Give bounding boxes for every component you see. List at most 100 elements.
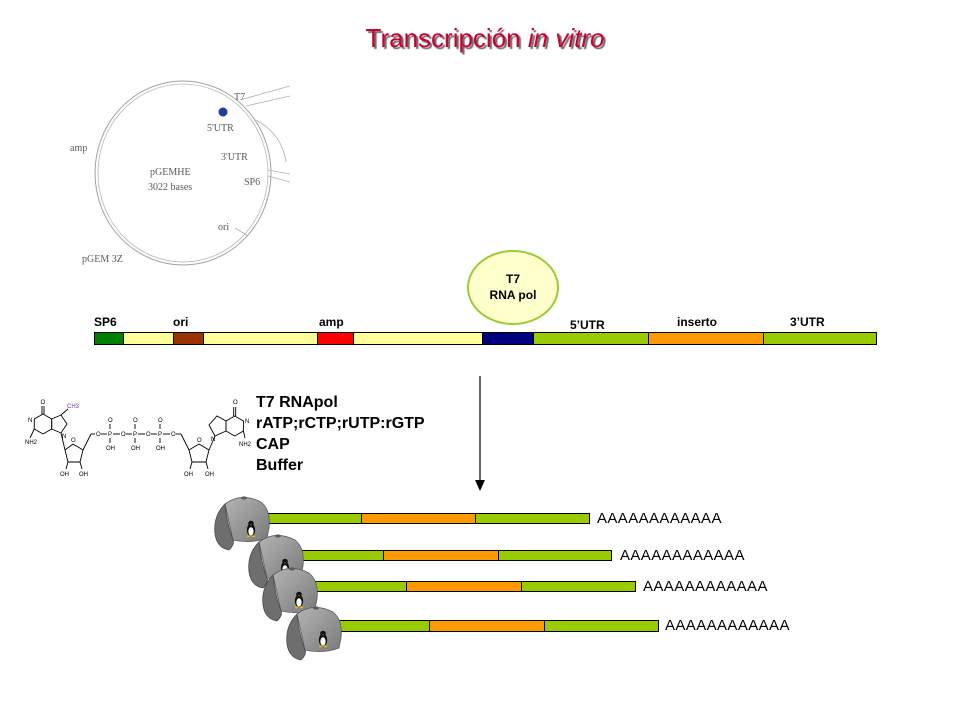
atom-o: O — [96, 432, 101, 438]
polymerase-line2: RNA pol — [489, 288, 537, 302]
plasmid-site-arc — [255, 119, 287, 163]
segment-5utr — [533, 332, 649, 345]
map-label-ori: ori — [173, 315, 189, 329]
atom-p: P — [158, 432, 162, 438]
segment-backbone — [123, 332, 174, 345]
polya-tail: AAAAAAAAAAAA — [597, 510, 722, 527]
t7-site-dot — [218, 107, 228, 117]
cap-analog-structure: O CH3 NH2 N N O OH OH O P O P O P O O O … — [25, 400, 252, 478]
atom-oh: OH — [184, 472, 193, 478]
transcript-3utr — [544, 620, 659, 632]
atom-o: O — [133, 418, 138, 424]
segment-ori — [173, 332, 204, 345]
atom-n: N — [211, 437, 215, 443]
atom-o: O — [233, 400, 238, 406]
transcript-5utr — [312, 581, 407, 592]
map-label-amp: amp — [319, 315, 344, 329]
atom-o: O — [146, 432, 151, 438]
plasmid-site-line — [267, 169, 291, 175]
left-guanine-ring — [33, 413, 53, 435]
atom-o: O — [121, 432, 126, 438]
atom-n: N — [62, 434, 66, 440]
map-label-sp6: SP6 — [94, 315, 117, 329]
transcript-4: AAAAAAAAAAAA — [0, 617, 960, 634]
t7-rna-polymerase: T7 RNA pol — [467, 250, 559, 325]
segment-t7-promoter — [482, 332, 534, 345]
plasmid-site-line — [267, 175, 291, 183]
segment-backbone — [353, 332, 483, 345]
atom-o: O — [197, 438, 202, 444]
polya-tail: AAAAAAAAAAAA — [665, 617, 790, 634]
atom-n: N — [245, 419, 249, 425]
transcript-3: AAAAAAAAAAAA — [0, 578, 960, 595]
transcript-3utr — [475, 513, 590, 524]
segment-amp — [317, 332, 354, 345]
right-guanine-ring — [225, 415, 244, 437]
plasmid-circle-inner — [97, 83, 269, 263]
title-italic: in vitro — [527, 23, 605, 53]
transcription-arrow — [475, 376, 485, 491]
atom-o: O — [41, 400, 46, 406]
segment-backbone — [203, 332, 318, 345]
atom-oh: OH — [106, 446, 115, 452]
transcript-insert — [361, 513, 476, 524]
atom-o: O — [108, 418, 113, 424]
transcript-5utr — [334, 620, 430, 632]
atom-oh: OH — [156, 446, 165, 452]
transcript-3utr — [498, 550, 612, 561]
map-label-insert: inserto — [677, 315, 718, 329]
plasmid-parent-label: pGEM 3Z — [82, 254, 123, 265]
plasmid-label-t7: T7 — [234, 92, 245, 103]
plasmid-label-3utr: 3'UTR — [221, 152, 248, 163]
segment-insert — [648, 332, 764, 345]
plasmid-label-ori: ori — [218, 222, 229, 233]
title-text: Transcripción — [365, 23, 521, 53]
transcript-insert — [406, 581, 522, 592]
arrowhead-icon — [475, 480, 485, 491]
plasmid-label-5utr: 5'UTR — [207, 123, 234, 134]
plasmid-size: 3022 bases — [148, 182, 192, 193]
transcript-5utr — [266, 513, 362, 524]
atom-o: O — [171, 432, 176, 438]
atom-o: O — [71, 438, 76, 444]
atom-oh: OH — [60, 472, 69, 478]
cap-icon — [283, 604, 343, 662]
reagent-list: T7 RNApol rATP;rCTP;rUTP:rGTP CAP Buffer — [256, 392, 425, 476]
linear-map-bar — [0, 332, 960, 345]
map-label-3utr: 3’UTR — [790, 315, 825, 329]
atom-o: O — [158, 418, 163, 424]
plasmid-name: pGEMHE — [150, 167, 191, 178]
segment-sp6 — [94, 332, 124, 345]
left-ribose-ring — [64, 443, 84, 463]
polymerase-line1: T7 — [505, 272, 520, 286]
slide-title: Transcripción in vitro — [330, 22, 640, 54]
polya-tail: AAAAAAAAAAAA — [620, 547, 745, 564]
transcript-insert — [383, 550, 499, 561]
segment-3utr — [763, 332, 877, 345]
plasmid-label-sp6: SP6 — [244, 177, 260, 188]
transcript-3utr — [521, 581, 636, 592]
polya-tail: AAAAAAAAAAAA — [643, 578, 768, 595]
right-ribose-ring — [188, 443, 210, 463]
map-label-5utr: 5’UTR — [570, 318, 605, 332]
plasmid-site-line — [234, 227, 249, 237]
transcript-2: AAAAAAAAAAAA — [0, 547, 960, 564]
plasmid-site-line — [245, 95, 291, 107]
reagent-item: CAP — [256, 436, 290, 453]
atom-oh: OH — [205, 472, 214, 478]
transcript-5utr — [297, 550, 384, 561]
atom-amine: NH2 — [25, 440, 38, 446]
reagent-item: Buffer — [256, 457, 304, 474]
left-imidazole-ring — [51, 414, 68, 434]
plasmid-circle-outer — [94, 80, 272, 266]
atom-p: P — [133, 432, 137, 438]
plasmid-label-amp: amp — [70, 143, 87, 154]
atom-p: P — [108, 432, 112, 438]
right-imidazole-ring — [208, 415, 227, 437]
atom-oh: OH — [131, 446, 140, 452]
atom-amine: NH2 — [239, 442, 252, 448]
atom-methyl: CH3 — [67, 404, 80, 410]
reagent-item: rATP;rCTP;rUTP:rGTP — [256, 415, 425, 432]
plasmid-site-line — [239, 85, 291, 101]
plasmid-map: T7 5'UTR 3'UTR SP6 amp pGEMHE 3022 bases… — [70, 80, 291, 266]
